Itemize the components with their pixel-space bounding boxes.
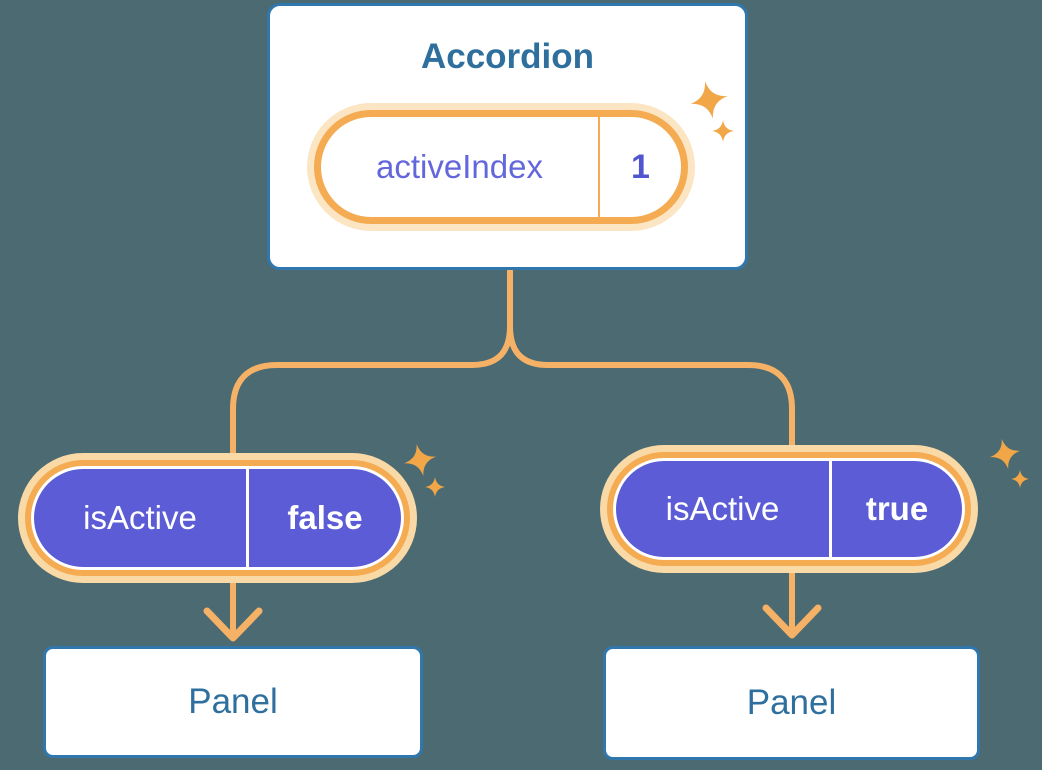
isactive-false-prop-pill: isActive false xyxy=(31,466,404,570)
sparkle-icon xyxy=(403,443,437,477)
connector-root-to-right-child xyxy=(507,325,795,450)
right-arrowhead-icon xyxy=(762,604,822,639)
isactive-prop-name-right: isActive xyxy=(616,461,832,557)
panel-label-right: Panel xyxy=(746,683,837,722)
sparkle-icon xyxy=(989,438,1021,470)
activeindex-state-name: activeIndex xyxy=(321,117,600,217)
isactive-prop-value-true: true xyxy=(865,490,929,527)
sparkle-icon xyxy=(690,81,728,119)
sparkle-icon xyxy=(1010,469,1030,489)
isactive-prop-name-left: isActive xyxy=(34,469,249,567)
panel-label-left: Panel xyxy=(188,682,278,721)
accordion-title: Accordion xyxy=(420,37,595,76)
accordion-component-box: Accordion activeIndex 1 xyxy=(267,3,748,270)
sparkle-icon xyxy=(712,120,734,142)
activeindex-state-value: 1 xyxy=(631,147,650,186)
left-arrowhead-icon xyxy=(203,607,263,642)
connector-root-to-left-child xyxy=(230,265,513,458)
sparkle-icon xyxy=(425,477,445,497)
panel-component-box-left: Panel xyxy=(43,646,423,758)
isactive-prop-value-false: false xyxy=(287,499,363,536)
isactive-true-prop-pill: isActive true xyxy=(613,458,965,560)
activeindex-state-pill: activeIndex 1 xyxy=(314,110,688,224)
panel-component-box-right: Panel xyxy=(603,646,980,760)
